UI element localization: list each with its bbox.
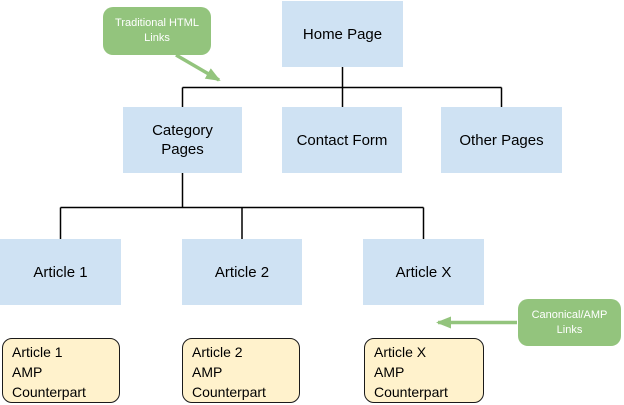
node-home-page: Home Page xyxy=(282,1,403,67)
node-article-x: Article X xyxy=(363,239,484,305)
node-article-1: Article 1 xyxy=(0,239,121,305)
connector-category-to-articles xyxy=(59,172,425,239)
node-other-pages: Other Pages xyxy=(441,107,562,173)
traditional-links-arrow xyxy=(175,53,221,82)
node-article-2-amp-counterpart: Article 2 AMP Counterpart xyxy=(182,338,300,403)
node-category-pages: Category Pages xyxy=(123,107,242,173)
node-article-2: Article 2 xyxy=(182,239,302,305)
callout-canonical-amp-links: Canonical/AMP Links xyxy=(518,299,621,346)
node-contact-form: Contact Form xyxy=(282,107,402,173)
node-article-1-amp-counterpart: Article 1 AMP Counterpart xyxy=(2,338,120,403)
connector-home-to-row2 xyxy=(181,67,503,107)
callout-traditional-html-links: Traditional HTML Links xyxy=(103,7,211,55)
node-article-x-amp-counterpart: Article X AMP Counterpart xyxy=(364,338,484,403)
